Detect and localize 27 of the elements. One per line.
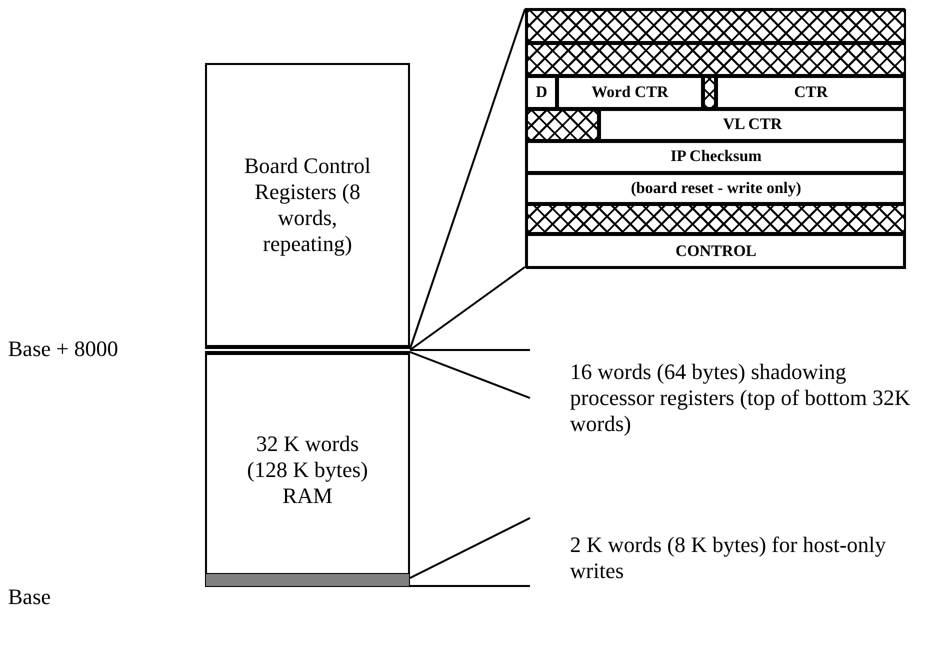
host-only-band: [205, 573, 410, 587]
leader-line: [410, 517, 530, 579]
reserved-field: [703, 76, 716, 109]
memory-region-box: 32 K words (128 K bytes) RAM: [205, 353, 410, 587]
register-panel: [525, 8, 905, 268]
annotation-text: 16 words (64 bytes) shadowing processor registers (top of bottom 32K words): [530, 350, 930, 446]
memory-region-box: Board Control Registers (8 words, repeating): [205, 63, 410, 347]
reserved-field: [526, 43, 906, 76]
leader-line: [410, 349, 530, 351]
register-field: (board reset - write only): [526, 173, 906, 204]
reserved-field: [526, 9, 906, 43]
address-label: Base: [8, 584, 51, 610]
reserved-field: [526, 109, 599, 141]
leader-line: [409, 8, 526, 350]
boundary-band: [205, 347, 410, 353]
annotation-text: 2 K words (8 K bytes) for host-only writes: [530, 518, 930, 598]
reserved-field: [526, 204, 906, 234]
register-field: CONTROL: [526, 234, 906, 269]
register-field: Word CTR: [557, 76, 703, 109]
register-field: D: [526, 76, 557, 109]
register-field: CTR: [716, 76, 906, 109]
register-field: VL CTR: [599, 109, 906, 141]
address-label: Base + 8000: [8, 336, 118, 362]
register-field: IP Checksum: [526, 141, 906, 173]
leader-line: [410, 351, 530, 399]
leader-line: [409, 266, 526, 351]
leader-line: [410, 585, 530, 587]
